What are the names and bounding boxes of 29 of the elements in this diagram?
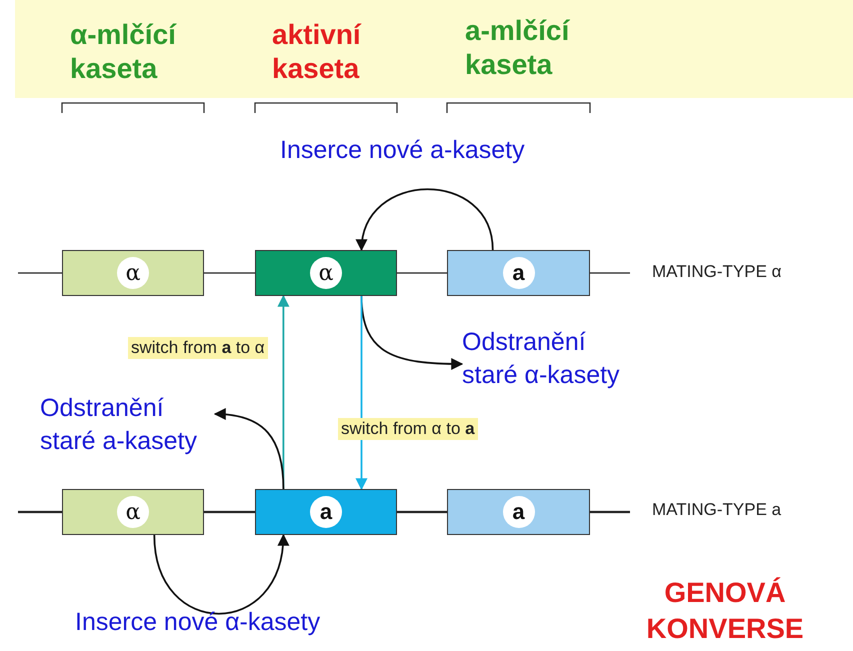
cassette-box (62, 250, 204, 296)
edge-label: Inserce nové a-kasety (280, 136, 525, 165)
mating-type-label: MATING-TYPE a (652, 500, 782, 520)
cassette-box (255, 250, 397, 296)
cassette-box (447, 489, 590, 535)
annotation-text: Odstranění staré a-kasety (40, 392, 215, 458)
cassette-heading: α-mlčící kaseta (70, 18, 178, 86)
cassette-heading: aktivní kaseta (272, 18, 362, 86)
arrow (356, 296, 368, 490)
cassette-letter: α (310, 257, 342, 289)
arrow (153, 534, 288, 614)
cassette-letter: α (117, 496, 149, 528)
cassette-letter: a (502, 257, 534, 289)
arrow (357, 188, 494, 252)
cassette-letter: a (502, 496, 534, 528)
process-title: GENOVÁ KONVERSE (645, 576, 805, 646)
arrow (277, 294, 290, 489)
cassette-letter: a (310, 496, 342, 528)
cassette-letter: α (117, 257, 149, 289)
arrow (214, 408, 284, 490)
edge-label: switch from a to α (128, 337, 268, 359)
cassette-heading: a-mlčící kaseta (465, 14, 571, 82)
annotation-text: Odstranění staré α-kasety (462, 326, 637, 392)
cassette-box (447, 250, 590, 296)
mating-type-label: MATING-TYPE α (652, 262, 782, 282)
cassette-box (255, 489, 397, 535)
edge-label: Inserce nové α-kasety (75, 608, 320, 637)
edge-label: switch from α to a (338, 418, 478, 440)
cassette-box (62, 489, 204, 535)
